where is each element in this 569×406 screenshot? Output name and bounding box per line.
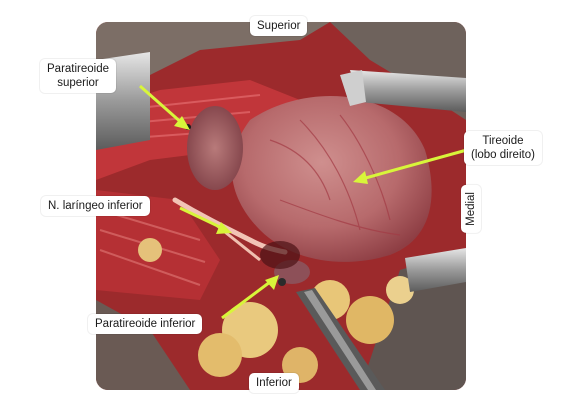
arrow-superior-parathyroid — [139, 84, 184, 126]
annotation-arrows — [139, 84, 475, 320]
label-laryngeal-nerve: N. laríngeo inferior — [41, 196, 150, 216]
label-thyroid: Tireoide (lobo direito) — [464, 131, 542, 165]
label-superior: Superior — [250, 16, 308, 36]
label-medial: Medial — [461, 185, 481, 233]
arrow-thyroid — [361, 146, 475, 181]
arrow-inferior-parathyroid — [221, 280, 271, 320]
label-superior-parathyroid: Paratireoide superior — [40, 59, 117, 93]
arrowhead-thyroid — [353, 171, 368, 184]
arrowhead-inferior-parathyroid — [265, 275, 279, 290]
arrow-laryngeal-nerve — [179, 206, 223, 230]
arrowhead-laryngeal-nerve — [216, 222, 232, 234]
label-inferior-parathyroid: Paratireoide inferior — [88, 314, 203, 334]
arrowhead-superior-parathyroid — [174, 116, 190, 130]
label-inferior: Inferior — [249, 373, 299, 393]
